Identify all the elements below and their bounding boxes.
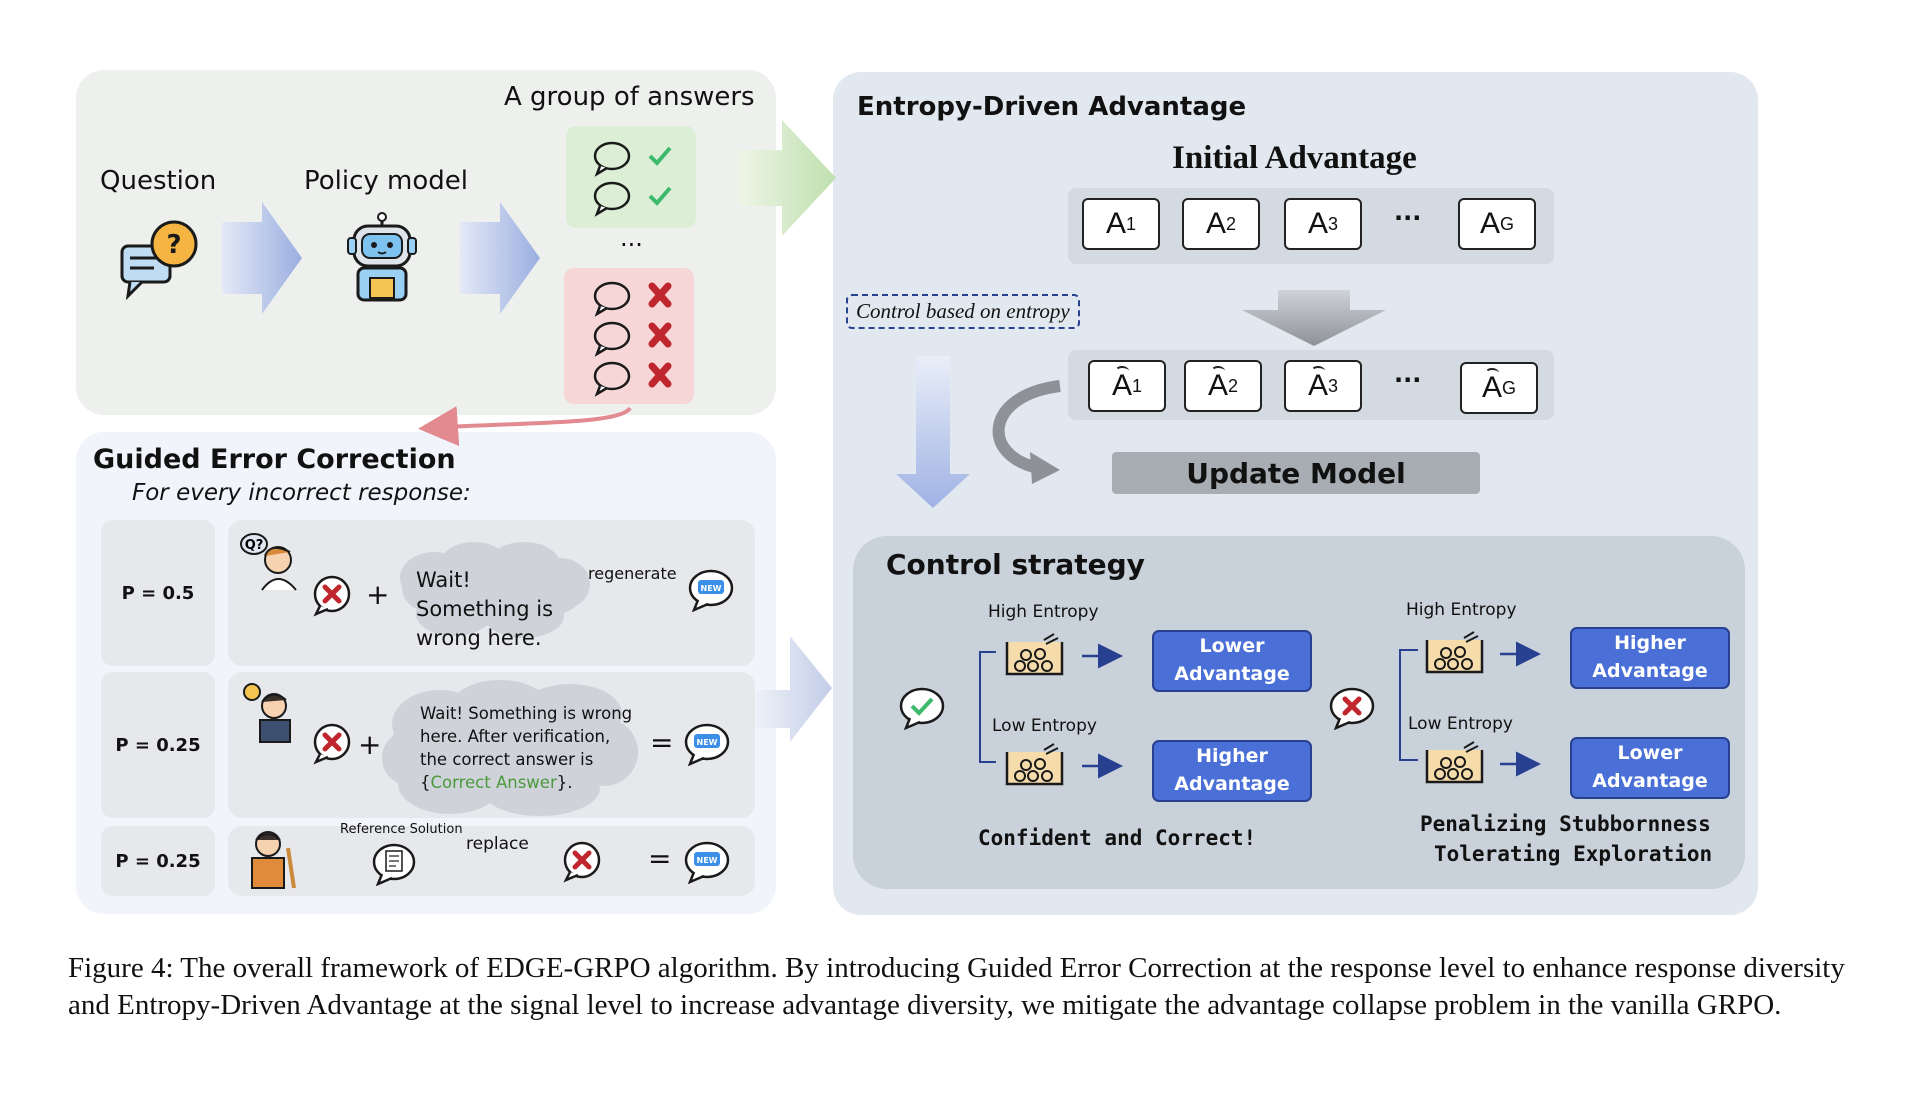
equals-sign: = xyxy=(650,726,674,759)
correct-response-icon xyxy=(899,687,945,730)
chat-bubble-icon xyxy=(593,361,631,397)
tolerating-caption: Tolerating Exploration xyxy=(1434,842,1713,866)
advantage-dots: ··· xyxy=(1394,204,1422,232)
equals-sign: = xyxy=(648,842,672,875)
new-badge-text: NEW xyxy=(701,584,722,593)
cloud-line-4: {Correct Answer}. xyxy=(420,773,573,792)
chat-bubble-icon xyxy=(593,181,631,217)
svg-text:?: ? xyxy=(166,230,181,260)
entropy-box-icon xyxy=(1425,631,1484,674)
teacher-icon xyxy=(251,831,296,889)
chat-bubble-icon xyxy=(593,281,631,317)
gec-subtitle: For every incorrect response: xyxy=(132,480,471,506)
check-icon xyxy=(648,186,672,206)
cloud-line-3: the correct answer is xyxy=(420,750,594,769)
cross-icon xyxy=(648,322,672,348)
update-model-box: Update Model xyxy=(1112,452,1480,494)
control-strategy-title: Control strategy xyxy=(886,548,1145,581)
row2-cloud-text: Wait! Something is wrong here. After ver… xyxy=(420,702,640,794)
replace-label: replace xyxy=(466,834,529,854)
question-label: Question xyxy=(100,166,217,196)
robot-icon xyxy=(347,212,417,302)
penalizing-caption: Penalizing Stubbornness xyxy=(1420,812,1711,836)
confident-correct-caption: Confident and Correct! xyxy=(978,826,1257,850)
control-based-on-entropy-tag: Control based on entropy xyxy=(846,294,1080,329)
document-icon xyxy=(372,843,416,886)
chat-bubble-icon xyxy=(593,321,631,357)
right-high-entropy-label: High Entropy xyxy=(1406,600,1517,620)
policy-model-label: Policy model xyxy=(304,166,469,196)
answers-ellipsis: ... xyxy=(620,224,643,252)
left-high-entropy-label: High Entropy xyxy=(988,602,1099,622)
cloud-line-2: here. After verification, xyxy=(420,727,611,746)
svg-text:Q?: Q? xyxy=(245,538,264,553)
wrong-response-icon xyxy=(563,841,601,883)
chat-bubble-icon xyxy=(593,141,631,177)
reference-solution-label: Reference Solution xyxy=(340,822,463,837)
figure-caption: Figure 4: The overall framework of EDGE-… xyxy=(68,952,1845,1021)
entropy-box-icon xyxy=(1005,633,1064,676)
wrong-response-icon xyxy=(313,723,351,765)
new-chat-icon: NEW xyxy=(684,723,730,766)
question-bubble-icon: ? xyxy=(120,220,198,300)
plus-sign: + xyxy=(366,578,390,611)
row1-cloud-text: Wait! Something is wrong here. xyxy=(416,568,554,650)
regenerate-label: regenerate xyxy=(588,564,677,583)
thought-cloud xyxy=(400,542,590,638)
thinking-person-icon xyxy=(243,683,291,743)
plus-sign: + xyxy=(358,728,382,761)
controlled-advantage-dots: ··· xyxy=(1394,366,1422,394)
new-chat-icon: NEW xyxy=(684,841,730,884)
svg-text:NEW: NEW xyxy=(697,856,718,865)
correct-answers-box xyxy=(566,126,696,228)
wrong-response-icon xyxy=(1329,687,1375,730)
wrong-response-icon xyxy=(313,575,351,617)
new-chat-icon: NEW xyxy=(688,569,734,612)
check-icon xyxy=(648,146,672,166)
group-of-answers-label: A group of answers xyxy=(504,82,755,112)
confused-person-icon: Q? xyxy=(240,533,297,591)
cross-icon xyxy=(648,362,672,388)
entropy-box-icon xyxy=(1005,743,1064,786)
gec-title: Guided Error Correction xyxy=(93,444,456,475)
svg-text:NEW: NEW xyxy=(697,738,718,747)
row1-probability: P = 0.5 xyxy=(101,520,215,666)
correct-answer-list xyxy=(593,141,672,217)
right-low-entropy-label: Low Entropy xyxy=(1408,714,1513,734)
left-low-entropy-label: Low Entropy xyxy=(992,716,1097,736)
control-strategy-panel xyxy=(853,536,1745,889)
eda-title: Entropy-Driven Advantage xyxy=(857,92,1247,122)
thought-cloud-large xyxy=(382,680,638,816)
row2-probability: P = 0.25 xyxy=(101,672,215,818)
correct-answer-highlight: Correct Answer xyxy=(430,773,557,792)
cross-icon xyxy=(648,282,672,308)
row3-content xyxy=(228,826,755,896)
entropy-box-icon xyxy=(1425,741,1484,784)
row3-probability: P = 0.25 xyxy=(101,826,215,896)
cloud-line-1: Wait! Something is wrong xyxy=(420,704,633,723)
initial-advantage-title: Initial Advantage xyxy=(1172,140,1417,176)
incorrect-answer-list xyxy=(593,281,672,397)
